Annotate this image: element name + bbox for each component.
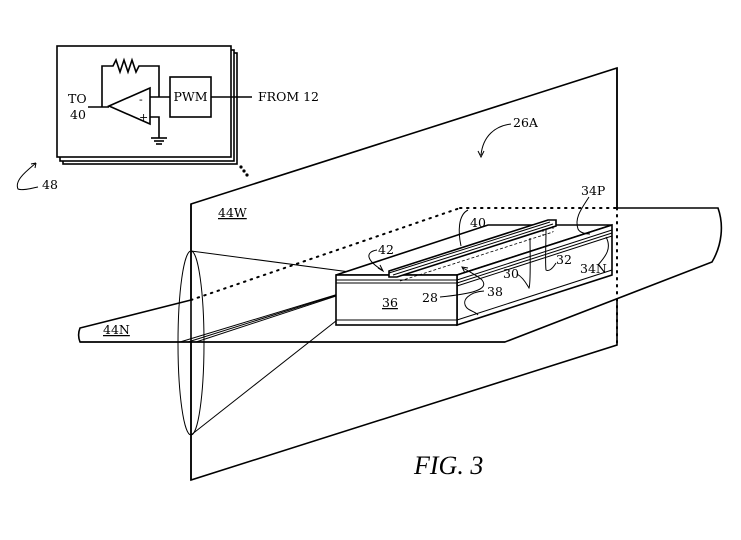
leader-48 <box>16 162 39 191</box>
label-38: 38 <box>487 284 503 299</box>
leader-28 <box>439 267 485 298</box>
arrowhead-26a <box>477 150 485 159</box>
circuit-inset: - + PWM FROM 12 TO 40 <box>56 45 319 177</box>
leader-34p <box>576 196 591 235</box>
ground-icon <box>151 137 167 145</box>
label-30: 30 <box>503 266 519 281</box>
active-region-dashed <box>399 231 554 282</box>
label-34p: 34P <box>581 183 605 198</box>
label-36: 36 <box>382 295 398 310</box>
label-42: 42 <box>378 242 394 257</box>
label-34n: 34N <box>580 261 607 276</box>
label-26a: 26A <box>513 115 539 130</box>
leader-40 <box>458 209 469 247</box>
laser-chip <box>335 219 613 327</box>
label-44n: 44N <box>103 322 130 337</box>
opamp-icon <box>107 86 151 126</box>
label-32: 32 <box>556 252 572 267</box>
opamp-minus: - <box>139 93 143 106</box>
leader-38 <box>464 290 485 316</box>
more-cards-ellipsis <box>239 165 249 177</box>
label-48: 48 <box>42 177 58 192</box>
to-label: TO <box>68 91 87 106</box>
hidden-floor-diagonal <box>190 207 461 301</box>
ground-wire <box>150 116 160 138</box>
leader-42 <box>368 249 383 271</box>
opamp-plus: + <box>139 111 148 124</box>
feedback-resistor-icon <box>101 57 160 107</box>
to-40-label: 40 <box>70 107 86 122</box>
label-40: 40 <box>470 215 486 230</box>
leader-26a <box>480 123 512 156</box>
arrowhead-48 <box>30 162 37 169</box>
leader-32 <box>545 229 557 271</box>
pwm-label: PWM <box>173 89 207 104</box>
leader-30 <box>516 237 531 290</box>
label-44w: 44W <box>218 205 247 220</box>
from-12-label: FROM 12 <box>258 89 319 104</box>
leader-34n <box>597 236 609 266</box>
label-28: 28 <box>422 290 438 305</box>
figure-caption: FIG. 3 <box>413 451 483 480</box>
